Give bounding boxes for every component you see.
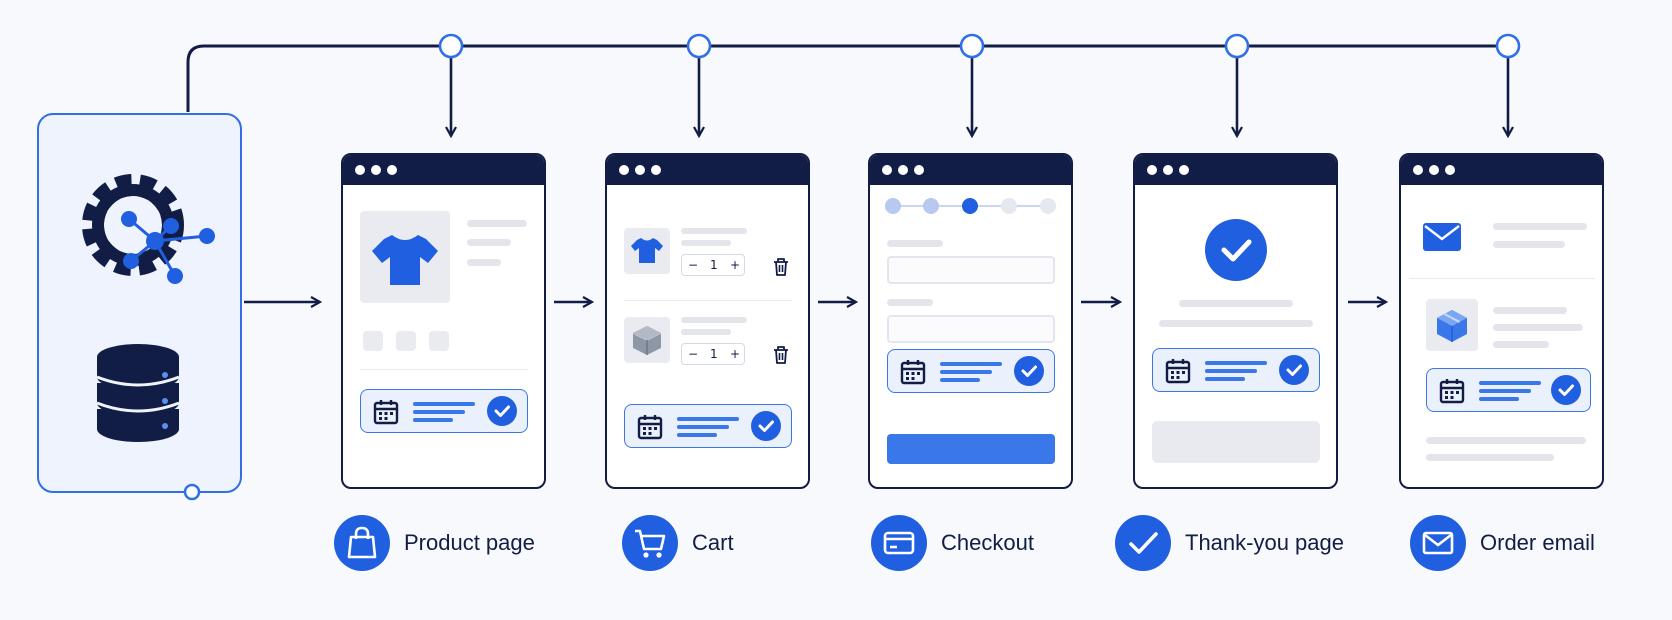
checkmark-icon [1279,355,1309,385]
shopping-cart-icon [622,515,678,571]
place-order-button[interactable] [887,434,1055,464]
product-image [360,211,450,303]
progress-step [1001,198,1017,214]
gallery-thumb [429,331,449,351]
browser-bar [1135,155,1336,185]
source-output-node [183,483,201,501]
checkout-input[interactable] [887,315,1055,343]
gallery-thumb [363,331,383,351]
browser-bar [607,155,808,185]
database-icon [96,344,180,442]
trash-icon[interactable] [771,257,791,277]
delivery-date-widget [1426,368,1591,412]
trash-icon[interactable] [771,345,791,365]
order-item-image [1426,299,1478,351]
checkmark-icon [487,396,517,426]
quantity-value: 1 [710,347,718,361]
stage-label-text: Checkout [941,530,1034,555]
product-page-screen [341,153,546,489]
checkmark-icon [1205,219,1267,281]
top-bus-line [186,44,1508,112]
browser-bar [343,155,544,185]
calendar-icon [1165,359,1191,384]
checkmark-icon [1014,356,1044,386]
tshirt-icon [372,235,438,285]
progress-step [923,198,939,214]
stage-label-text: Thank-you page [1185,530,1344,555]
progress-step-active [962,198,978,214]
progress-step [1040,198,1056,214]
decrement-button[interactable]: − [688,258,699,272]
delivery-date-widget [1152,348,1320,392]
quantity-stepper[interactable]: − 1 + [681,343,745,365]
calendar-icon [373,400,399,425]
box-icon [1437,310,1467,342]
gallery-thumb [396,331,416,351]
tshirt-icon [631,238,663,263]
delivery-date-widget [360,389,528,433]
checkout-input[interactable] [887,256,1055,284]
browser-bar [1401,155,1602,185]
box-icon [632,326,662,355]
thank-you-screen [1133,153,1338,489]
checkmark-icon [751,411,781,441]
stage-label-text: Order email [1480,530,1595,555]
order-email-screen [1399,153,1604,489]
increment-button[interactable]: + [730,258,741,272]
credit-card-icon [871,515,927,571]
bus-nodes [438,33,1521,59]
progress-step [885,198,901,214]
delivery-date-widget [624,404,792,448]
cart-item-image [624,317,670,363]
delivery-date-widget [887,349,1055,393]
quantity-stepper[interactable]: − 1 + [681,254,745,276]
stage-label-text: Cart [692,530,734,555]
increment-button[interactable]: + [730,347,741,361]
quantity-value: 1 [710,258,718,272]
shopping-bag-icon [334,515,390,571]
source-system-panel [37,113,242,493]
gear-network-icon [82,174,215,284]
continue-button[interactable] [1152,421,1320,463]
calendar-icon [900,360,926,385]
checkout-screen [868,153,1073,489]
calendar-icon [637,415,663,440]
envelope-icon [1410,515,1466,571]
envelope-icon [1423,223,1461,251]
cart-item-image [624,228,670,274]
checkmark-icon [1551,375,1581,405]
calendar-icon [1439,379,1465,404]
browser-bar [870,155,1071,185]
cart-screen: − 1 + − 1 + [605,153,810,489]
checkmark-icon [1115,515,1171,571]
stage-label-text: Product page [404,530,535,555]
down-connectors [451,56,1508,136]
decrement-button[interactable]: − [688,347,699,361]
